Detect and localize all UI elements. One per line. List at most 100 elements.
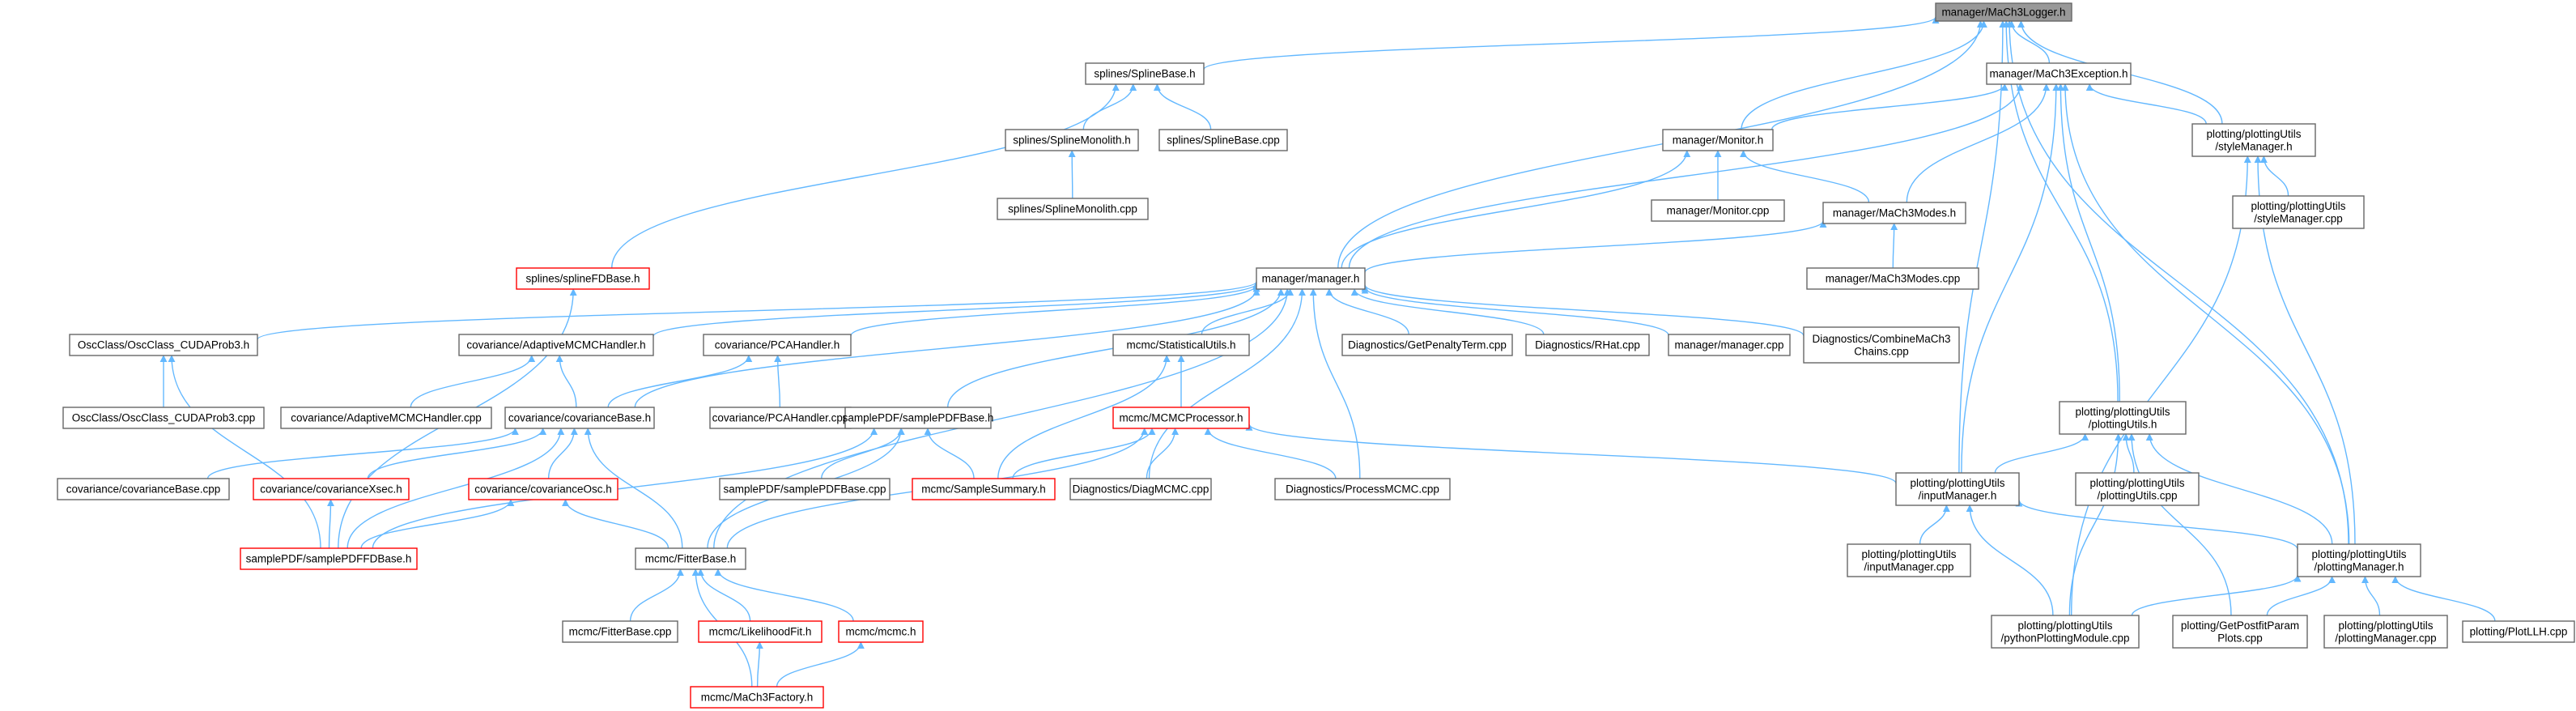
node-box[interactable] <box>1256 267 1366 290</box>
node-box[interactable] <box>2323 615 2448 649</box>
node-fitter_h[interactable]: mcmc/FitterBase.h <box>635 547 746 570</box>
node-plotutils_cpp[interactable]: plotting/plottingUtils/plottingUtils.cpp <box>2075 472 2200 506</box>
node-cudaprob_h[interactable]: OscClass/OscClass_CUDAProb3.h <box>69 334 258 356</box>
node-splinebase_h[interactable]: splines/SplineBase.h <box>1085 62 1205 85</box>
node-splinebase_cpp[interactable]: splines/SplineBase.cpp <box>1158 129 1288 151</box>
node-factory_h[interactable]: mcmc/MaCh3Factory.h <box>690 686 824 709</box>
node-stylemgr_h[interactable]: plotting/plottingUtils/styleManager.h <box>2191 123 2316 157</box>
node-box[interactable] <box>1274 478 1451 500</box>
edge-path <box>1012 428 1156 479</box>
node-cudaprob_cpp[interactable]: OscClass/OscClass_CUDAProb3.cpp <box>62 407 265 429</box>
node-box[interactable] <box>1822 202 1966 224</box>
node-box[interactable] <box>57 478 230 500</box>
node-box[interactable] <box>504 407 655 429</box>
node-box[interactable] <box>468 478 618 500</box>
node-box[interactable] <box>280 407 492 429</box>
node-covbase_h[interactable]: covariance/covarianceBase.h <box>504 407 655 429</box>
node-box[interactable] <box>69 334 258 356</box>
node-pca_cpp[interactable]: covariance/PCAHandler.cpp <box>709 407 852 429</box>
node-mcmc_h[interactable]: mcmc/mcmc.h <box>838 620 924 643</box>
node-stylemgr_cpp[interactable]: plotting/plottingUtils/styleManager.cpp <box>2232 195 2365 229</box>
node-samplesum_h[interactable]: mcmc/SampleSummary.h <box>912 478 1056 500</box>
node-box[interactable] <box>2297 543 2421 577</box>
node-samplepdf_h[interactable]: samplePDF/samplePDFBase.h <box>843 407 994 429</box>
node-rhat_cpp[interactable]: Diagnostics/RHat.cpp <box>1525 334 1650 356</box>
node-box[interactable] <box>698 620 823 643</box>
node-box[interactable] <box>1341 334 1513 356</box>
node-box[interactable] <box>1112 407 1250 429</box>
node-box[interactable] <box>1158 129 1288 151</box>
node-mcmcproc_h[interactable]: mcmc/MCMCProcessor.h <box>1112 407 1250 429</box>
node-box[interactable] <box>253 478 410 500</box>
node-box[interactable] <box>1069 478 1212 500</box>
node-box[interactable] <box>1806 267 1979 290</box>
node-inputmgr_cpp[interactable]: plotting/plottingUtils/inputManager.cpp <box>1847 543 1971 577</box>
node-fitter_cpp[interactable]: mcmc/FitterBase.cpp <box>562 620 678 643</box>
node-adaptive_h[interactable]: covariance/AdaptiveMCMCHandler.h <box>458 334 654 356</box>
node-box[interactable] <box>1895 472 2020 506</box>
node-box[interactable] <box>562 620 678 643</box>
node-box[interactable] <box>1005 129 1139 151</box>
node-box[interactable] <box>1847 543 1971 577</box>
node-splinemono_h[interactable]: splines/SplineMonolith.h <box>1005 129 1139 151</box>
node-box[interactable] <box>2059 401 2187 435</box>
node-box[interactable] <box>2172 615 2308 649</box>
node-plotutils_h[interactable]: plotting/plottingUtils/plottingUtils.h <box>2059 401 2187 435</box>
node-box[interactable] <box>1525 334 1650 356</box>
node-modes_cpp[interactable]: manager/MaCh3Modes.cpp <box>1806 267 1979 290</box>
node-stat_h[interactable]: mcmc/StatisticalUtils.h <box>1112 334 1250 356</box>
node-diagmcmc_cpp[interactable]: Diagnostics/DiagMCMC.cpp <box>1069 478 1212 500</box>
node-modes_h[interactable]: manager/MaCh3Modes.h <box>1822 202 1966 224</box>
node-plotmgr_h[interactable]: plotting/plottingUtils/plottingManager.h <box>2297 543 2421 577</box>
node-likelihood_h[interactable]: mcmc/LikelihoodFit.h <box>698 620 823 643</box>
node-covosc_h[interactable]: covariance/covarianceOsc.h <box>468 478 618 500</box>
node-plotllh_cpp[interactable]: plotting/PlotLLH.cpp <box>2462 620 2575 643</box>
node-box[interactable] <box>1991 615 2140 649</box>
node-root[interactable]: manager/MaCh3Logger.h <box>1935 2 2072 22</box>
node-box[interactable] <box>635 547 746 570</box>
node-procmcmc_cpp[interactable]: Diagnostics/ProcessMCMC.cpp <box>1274 478 1451 500</box>
node-splinefd_h[interactable]: splines/splineFDBase.h <box>516 267 650 290</box>
node-manager_cpp[interactable]: manager/manager.cpp <box>1668 334 1791 356</box>
node-box[interactable] <box>458 334 654 356</box>
node-box[interactable] <box>2075 472 2200 506</box>
node-box[interactable] <box>838 620 924 643</box>
node-box[interactable] <box>997 198 1149 220</box>
node-box[interactable] <box>2232 195 2365 229</box>
node-inputmgr_h[interactable]: plotting/plottingUtils/inputManager.h <box>1895 472 2020 506</box>
node-splinemono_cpp[interactable]: splines/SplineMonolith.cpp <box>997 198 1149 220</box>
node-adaptive_cpp[interactable]: covariance/AdaptiveMCMCHandler.cpp <box>280 407 492 429</box>
node-box[interactable] <box>1651 199 1785 222</box>
node-box[interactable] <box>719 478 891 500</box>
node-box[interactable] <box>690 686 824 709</box>
node-samplepdf_cpp[interactable]: samplePDF/samplePDFBase.cpp <box>719 478 891 500</box>
node-box[interactable] <box>2191 123 2316 157</box>
node-pca_h[interactable]: covariance/PCAHandler.h <box>703 334 852 356</box>
node-samplefd_h[interactable]: samplePDF/samplePDFFDBase.h <box>240 547 418 570</box>
node-monitor_cpp[interactable]: manager/Monitor.cpp <box>1651 199 1785 222</box>
node-box[interactable] <box>1085 62 1205 85</box>
node-box[interactable] <box>1935 2 2072 22</box>
node-box[interactable] <box>1668 334 1791 356</box>
node-box[interactable] <box>912 478 1056 500</box>
node-box[interactable] <box>1112 334 1250 356</box>
node-box[interactable] <box>516 267 650 290</box>
node-manager_h[interactable]: manager/manager.h <box>1256 267 1366 290</box>
node-pyplot_cpp[interactable]: plotting/plottingUtils/pythonPlottingMod… <box>1991 615 2140 649</box>
node-box[interactable] <box>240 547 418 570</box>
node-box[interactable] <box>703 334 852 356</box>
node-box[interactable] <box>1803 326 1960 364</box>
node-penalty_cpp[interactable]: Diagnostics/GetPenaltyTerm.cpp <box>1341 334 1513 356</box>
node-plotmgr_cpp[interactable]: plotting/plottingUtils/plottingManager.c… <box>2323 615 2448 649</box>
node-box[interactable] <box>1986 62 2132 85</box>
node-covbase_cpp[interactable]: covariance/covarianceBase.cpp <box>57 478 230 500</box>
node-exception_h[interactable]: manager/MaCh3Exception.h <box>1986 62 2132 85</box>
node-box[interactable] <box>2462 620 2575 643</box>
node-box[interactable] <box>62 407 265 429</box>
node-monitor_h[interactable]: manager/Monitor.h <box>1662 129 1774 151</box>
node-covxsec_h[interactable]: covariance/covarianceXsec.h <box>253 478 410 500</box>
node-box[interactable] <box>844 407 992 429</box>
node-box[interactable] <box>1662 129 1774 151</box>
